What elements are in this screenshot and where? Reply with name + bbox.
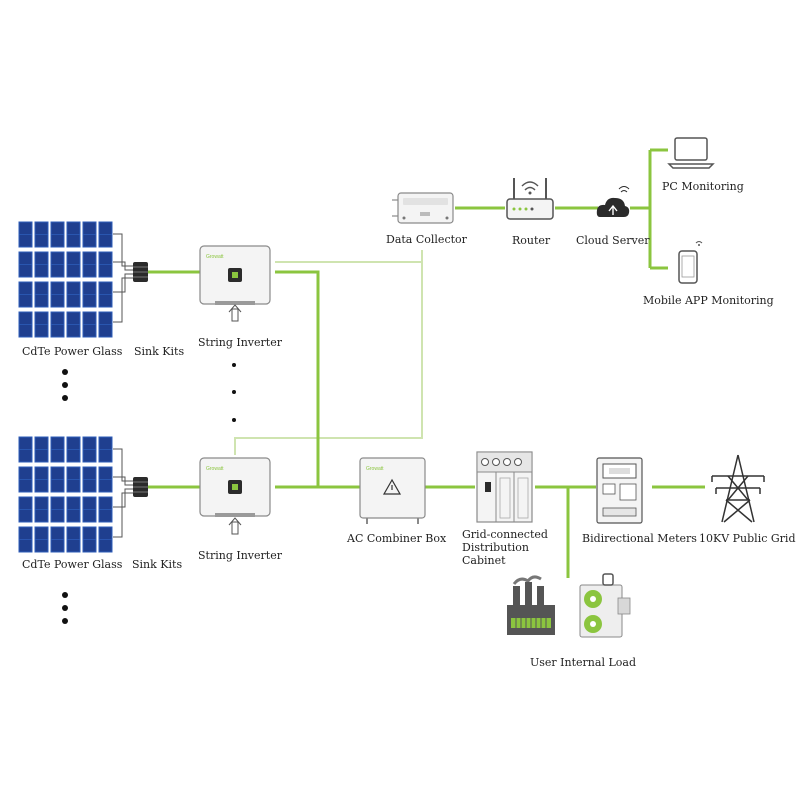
distribution-cabinet-icon (476, 451, 533, 523)
label-cloud-server: Cloud Server (576, 234, 650, 247)
label-router: Router (512, 234, 551, 247)
connection-lines (148, 148, 705, 578)
continuation-dot (62, 382, 68, 388)
svg-text:Growatt: Growatt (206, 466, 224, 472)
label-pv-bottom: CdTe Power Glass (22, 558, 123, 571)
cloud-upload-icon (596, 186, 630, 217)
electric-meter-icon (596, 457, 643, 524)
label-user-load: User Internal Load (530, 656, 636, 669)
continuation-dot (62, 369, 68, 375)
label-mobile-monitoring: Mobile APP Monitoring (643, 294, 774, 307)
svg-text:Growatt: Growatt (366, 466, 384, 472)
pv-panels-bottom (18, 436, 113, 553)
connector-kit-icon (133, 262, 148, 282)
combiner-box-icon: Growatt (359, 457, 426, 524)
svg-text:Growatt: Growatt (206, 254, 224, 260)
label-bidirectional-meters: Bidirectional Meters (582, 532, 697, 545)
continuation-dot (62, 618, 68, 624)
label-inverter-bottom: String Inverter (198, 549, 282, 562)
label-ac-combiner: AC Combiner Box (347, 532, 447, 545)
pv-array-bottom (18, 436, 133, 553)
label-pv-top: CdTe Power Glass (22, 345, 123, 358)
continuation-dot (62, 605, 68, 611)
label-data-collector: Data Collector (386, 233, 467, 246)
air-conditioner-icon (579, 573, 631, 638)
monitoring-link-inverter-top (275, 250, 423, 263)
continuation-dot (232, 390, 236, 394)
pv-array-top (18, 221, 133, 338)
label-sink-bottom: Sink Kits (132, 558, 183, 571)
factory-icon (507, 575, 555, 635)
link-inverter-top-to-combiner (275, 270, 320, 487)
monitoring-link-inverter-bottom (234, 250, 423, 455)
label-inverter-top: String Inverter (198, 336, 282, 349)
label-sink-top: Sink Kits (134, 345, 185, 358)
label-public-grid: 10KV Public Grid (699, 532, 796, 545)
string-inverter-icon: Growatt (199, 457, 271, 535)
laptop-icon (667, 137, 715, 169)
pv-wiring-top (113, 233, 133, 323)
connector-kit-icon (133, 477, 148, 497)
continuation-dot (232, 363, 236, 367)
label-pc-monitoring: PC Monitoring (662, 180, 744, 193)
continuation-dot (62, 592, 68, 598)
continuation-dot (62, 395, 68, 401)
data-collector-icon (392, 192, 454, 224)
pv-panels-top (18, 221, 113, 338)
router-icon (506, 178, 554, 220)
pv-wiring-bottom (113, 448, 133, 538)
continuation-dot (232, 418, 236, 422)
label-grid-cabinet: Grid-connected Distribution Cabinet (462, 528, 548, 567)
string-inverter-icon: Growatt (199, 245, 271, 322)
transmission-tower-icon (711, 454, 765, 523)
smartphone-icon (678, 241, 703, 284)
